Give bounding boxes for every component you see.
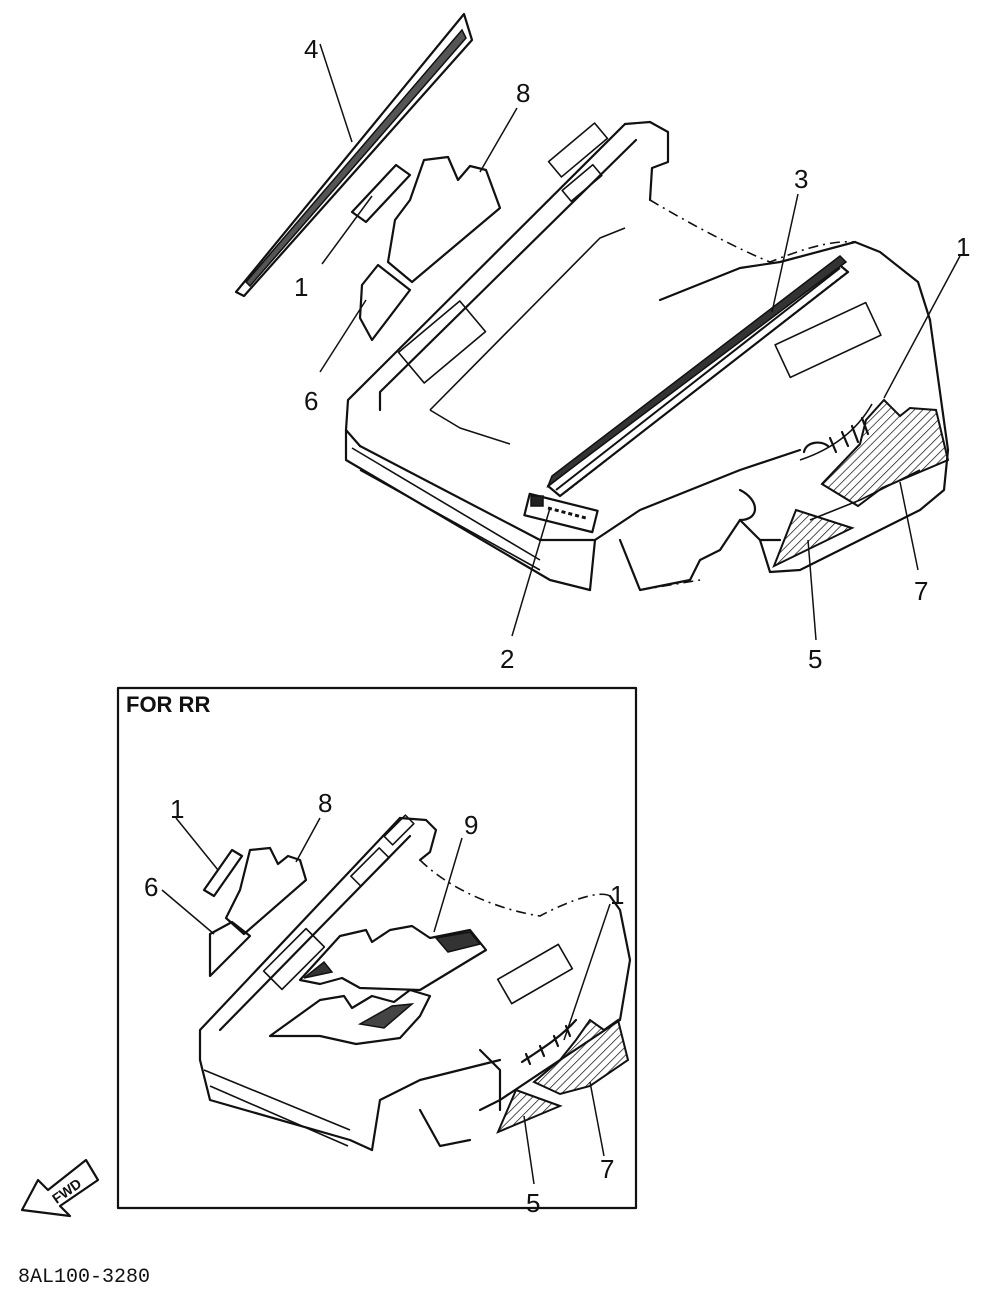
decal-1-emblem <box>350 163 412 224</box>
inset-frame <box>116 686 638 1210</box>
inset-for-rr: FOR RR <box>116 686 638 1218</box>
inset-decal-1-script-emblem <box>520 1018 578 1066</box>
inset-callout-9: 9 <box>464 810 478 840</box>
inset-callout-8: 8 <box>318 788 332 818</box>
inset-callout-5: 5 <box>526 1188 540 1218</box>
inset-callout-1-upper: 1 <box>170 794 184 824</box>
diagram-code: 8AL100-3280 <box>18 1266 150 1289</box>
callout-8: 8 <box>516 78 530 108</box>
inset-decal-8-panel <box>224 846 308 936</box>
callout-1-right: 1 <box>956 232 970 262</box>
inset-title: FOR RR <box>126 692 210 717</box>
front-fender-body <box>344 120 950 592</box>
decal-6-panel <box>358 263 412 342</box>
main-assembly: 4 8 3 1 1 6 2 5 7 <box>234 12 970 674</box>
callout-6: 6 <box>304 386 318 416</box>
inset-decal-7-flame <box>532 1018 630 1096</box>
callout-1-upper: 1 <box>294 272 308 302</box>
inset-callout-6: 6 <box>144 872 158 902</box>
decal-7-flame <box>820 398 950 508</box>
callout-2: 2 <box>500 644 514 674</box>
decal-4-stripe <box>234 12 474 298</box>
decal-8-panel <box>386 155 502 284</box>
decal-3-stripe <box>546 255 850 498</box>
inset-decal-6-panel <box>208 920 252 978</box>
inset-decal-9-graphics <box>268 924 488 1046</box>
inset-decal-1-emblem <box>202 848 244 898</box>
decal-5-triangle <box>772 508 855 569</box>
callout-5: 5 <box>808 644 822 674</box>
inset-callout-7: 7 <box>600 1154 614 1184</box>
main-leader-lines <box>319 43 961 641</box>
inset-callout-1-right: 1 <box>610 880 624 910</box>
decal-1-script-emblem <box>799 403 873 461</box>
decal-2-label <box>523 492 599 534</box>
inset-fender-body <box>198 814 632 1152</box>
callout-4: 4 <box>304 34 318 64</box>
callout-3: 3 <box>794 164 808 194</box>
inset-leader-lines <box>161 817 611 1185</box>
callout-7: 7 <box>914 576 928 606</box>
inset-decal-5-triangle <box>496 1088 563 1134</box>
fwd-arrow: FWD <box>20 1158 100 1218</box>
